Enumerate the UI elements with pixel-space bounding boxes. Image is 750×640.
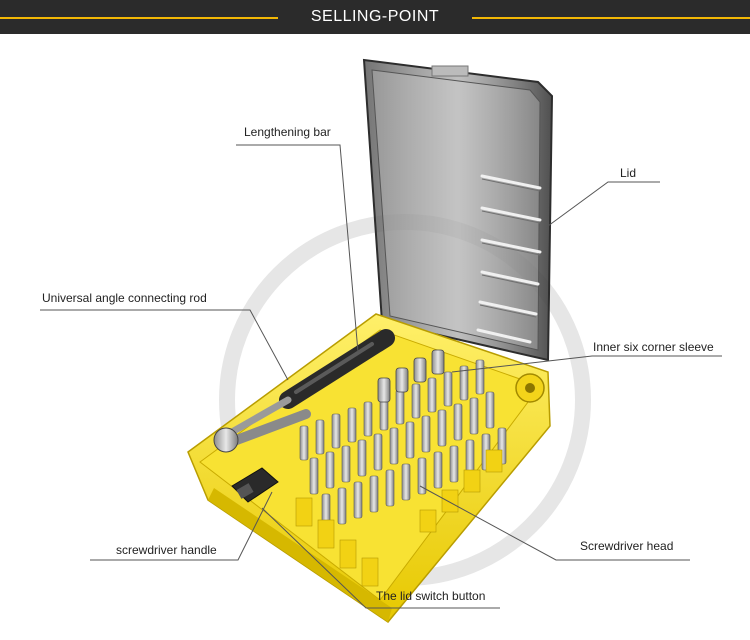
callout-lid-switch: The lid switch button [376,589,486,603]
callout-universal-rod: Universal angle connecting rod [42,291,207,305]
lid-shape [362,58,554,362]
leader-lines [40,144,722,609]
callout-screwdriver-head: Screwdriver head [580,539,674,553]
handle-shape [231,467,279,503]
bit-holders [295,449,503,587]
header-accent-left [0,17,278,19]
header-accent-right [472,17,750,19]
callout-screwdriver-handle: screwdriver handle [116,543,217,557]
callout-lengthening-bar: Lengthening bar [244,125,331,139]
callout-inner-sleeve: Inner six corner sleeve [593,340,714,354]
header-title: SELLING-POINT [310,8,440,25]
callout-lid: Lid [620,166,637,180]
sleeves [377,349,445,403]
universal-rod-shape [213,409,311,453]
lengthening-bar-shape [228,329,395,436]
